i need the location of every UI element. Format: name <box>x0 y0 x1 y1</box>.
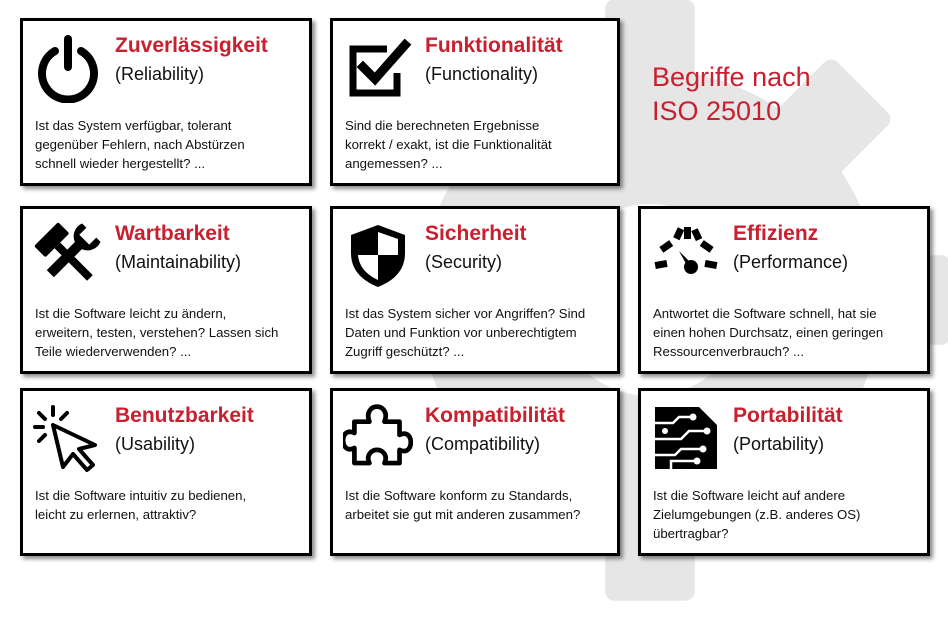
card-description: Ist das System verfügbar, tolerant gegen… <box>35 118 245 171</box>
card-subtitle: (Functionality) <box>425 64 539 84</box>
card-description: Ist die Software intuitiv zu bedienen, l… <box>35 488 247 522</box>
card-subtitle: (Maintainability) <box>115 252 242 272</box>
iso-heading: Begriffe nach ISO 25010 <box>652 62 811 126</box>
card-title: Wartbarkeit <box>115 222 230 245</box>
card-title: Kompatibilität <box>425 404 565 427</box>
card-subtitle: (Compatibility) <box>425 434 541 454</box>
card-description: Ist das System sicher vor Angriffen? Sin… <box>345 306 586 359</box>
circuit-chip-icon <box>651 403 721 473</box>
card-maintainability: Wartbarkeit (Maintainability) Ist die So… <box>20 206 312 374</box>
card-title: Sicherheit <box>425 222 527 245</box>
speedometer-icon <box>651 221 721 291</box>
card-subtitle: (Security) <box>425 252 503 272</box>
card-title: Zuverlässigkeit <box>115 34 268 57</box>
card-title: Funktionalität <box>425 34 563 57</box>
card-description: Ist die Software leicht auf andere Zielu… <box>653 488 861 541</box>
card-title: Portabilität <box>733 404 843 427</box>
card-reliability: Zuverlässigkeit (Reliability) Ist das Sy… <box>20 18 312 186</box>
card-portability: Portabilität (Portability) Ist die Softw… <box>638 388 930 556</box>
card-description: Ist die Software konform zu Standards, a… <box>345 488 581 522</box>
card-subtitle: (Performance) <box>733 252 849 272</box>
card-description: Ist die Software leicht zu ändern, erwei… <box>35 306 279 359</box>
shield-icon <box>343 221 413 291</box>
card-title: Benutzbarkeit <box>115 404 254 427</box>
card-title: Effizienz <box>733 222 819 245</box>
puzzle-icon <box>343 403 413 473</box>
card-functionality: Funktionalität (Functionality) Sind die … <box>330 18 620 186</box>
card-subtitle: (Usability) <box>115 434 196 454</box>
power-icon <box>33 33 103 103</box>
cursor-click-icon <box>33 403 103 473</box>
card-description: Antwortet die Software schnell, hat sie … <box>653 306 884 359</box>
card-security: Sicherheit (Security) Ist das System sic… <box>330 206 620 374</box>
card-subtitle: (Portability) <box>733 434 825 454</box>
checkbox-icon <box>343 33 413 103</box>
card-compatibility: Kompatibilität (Compatibility) Ist die S… <box>330 388 620 556</box>
card-usability: Benutzbarkeit (Usability) Ist die Softwa… <box>20 388 312 556</box>
card-performance: Effizienz (Performance) Antwortet die So… <box>638 206 930 374</box>
card-subtitle: (Reliability) <box>115 64 205 84</box>
card-description: Sind die berechneten Ergebnisse korrekt … <box>345 118 552 171</box>
tools-icon <box>33 221 103 291</box>
